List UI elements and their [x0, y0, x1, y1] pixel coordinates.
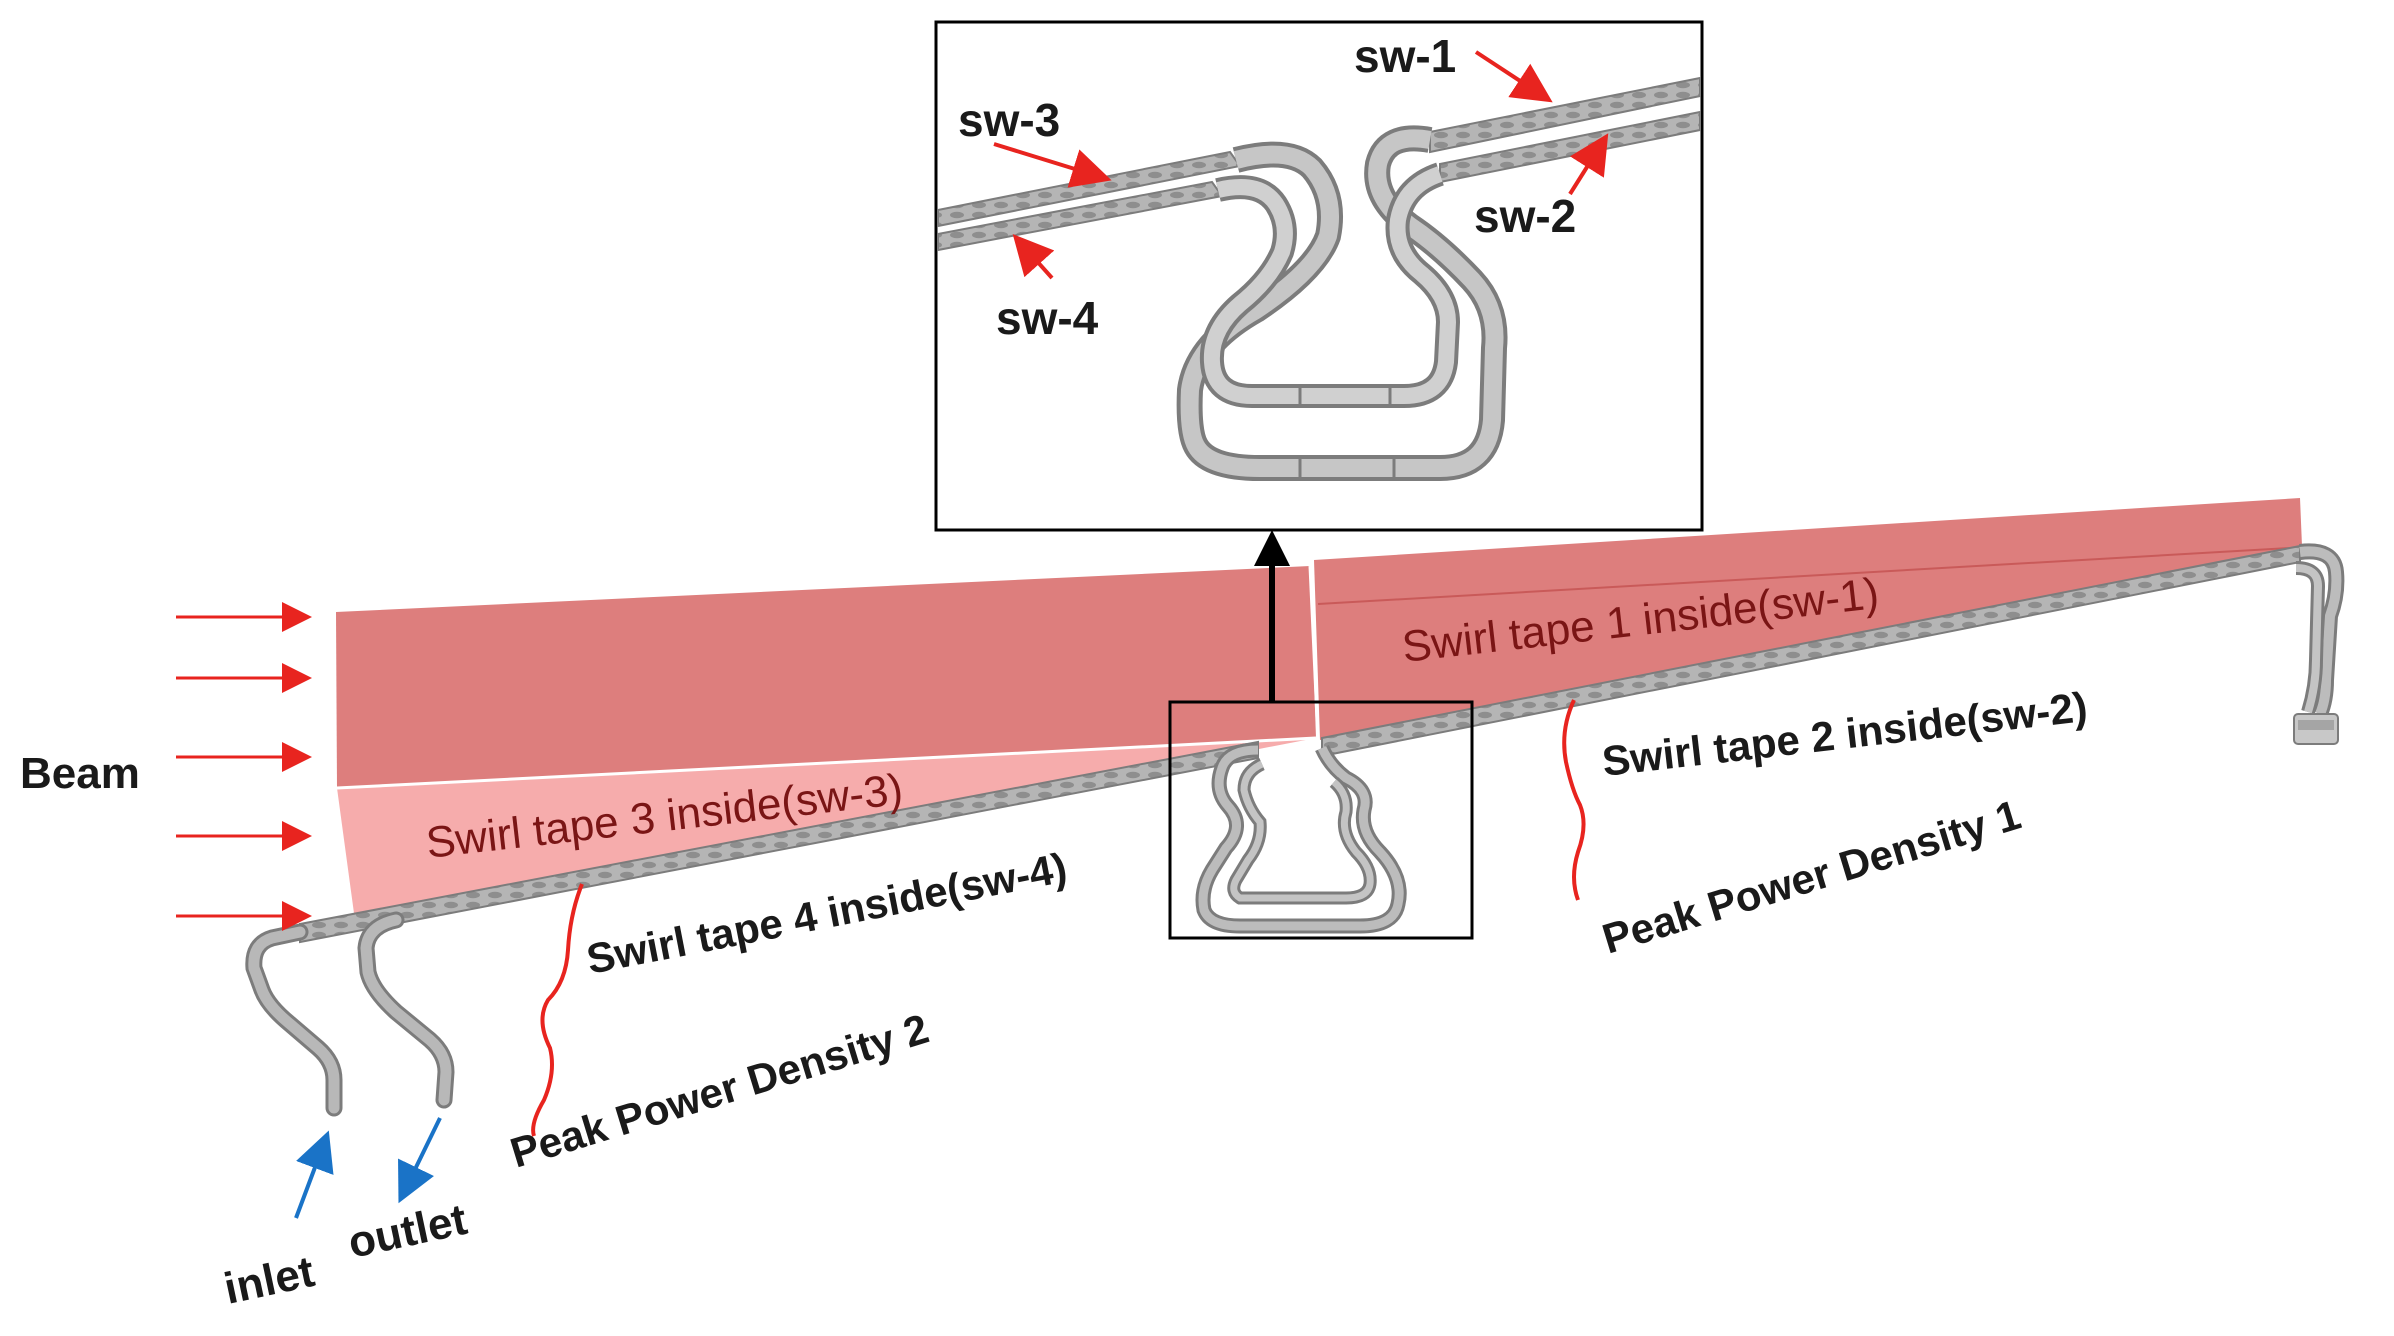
beam-label: Beam: [20, 749, 140, 798]
peak-power-marker-1: [1562, 699, 1586, 901]
inlet-arrow: [294, 1130, 334, 1219]
outlet-leg: [357, 911, 455, 1109]
inset-detail: [934, 20, 1704, 532]
inset-label-sw1: sw-1: [1354, 30, 1456, 82]
inset-label-sw2: sw-2: [1474, 190, 1576, 242]
peak-power-label-2: Peak Power Density 2: [505, 1005, 934, 1177]
peak-power-marker-2: [531, 883, 584, 1137]
power-region-sw1-sw2: [1314, 498, 2302, 740]
outlet-arrow: [398, 1117, 442, 1204]
beam-arrows: [176, 602, 312, 931]
sw3-pointer: [993, 142, 1112, 188]
region-label-sw2: Swirl tape 2 inside(sw-2): [1600, 683, 2090, 785]
cooling-pipe: [245, 543, 2345, 1117]
inset-label-sw3: sw-3: [958, 94, 1060, 146]
power-region-sw3: [336, 566, 1316, 788]
sw1-pointer: [1474, 50, 1553, 103]
sw4-pointer: [1012, 234, 1055, 280]
inset-label-sw4: sw-4: [996, 292, 1099, 344]
zoom-region-box: [1168, 700, 1474, 940]
peak-power-label-1: Peak Power Density 1: [1597, 791, 2026, 963]
outlet-label: outlet: [344, 1195, 472, 1268]
inlet-leg: [245, 923, 343, 1117]
inlet-label: inlet: [220, 1247, 319, 1314]
sw2-pointer: [1568, 133, 1609, 196]
